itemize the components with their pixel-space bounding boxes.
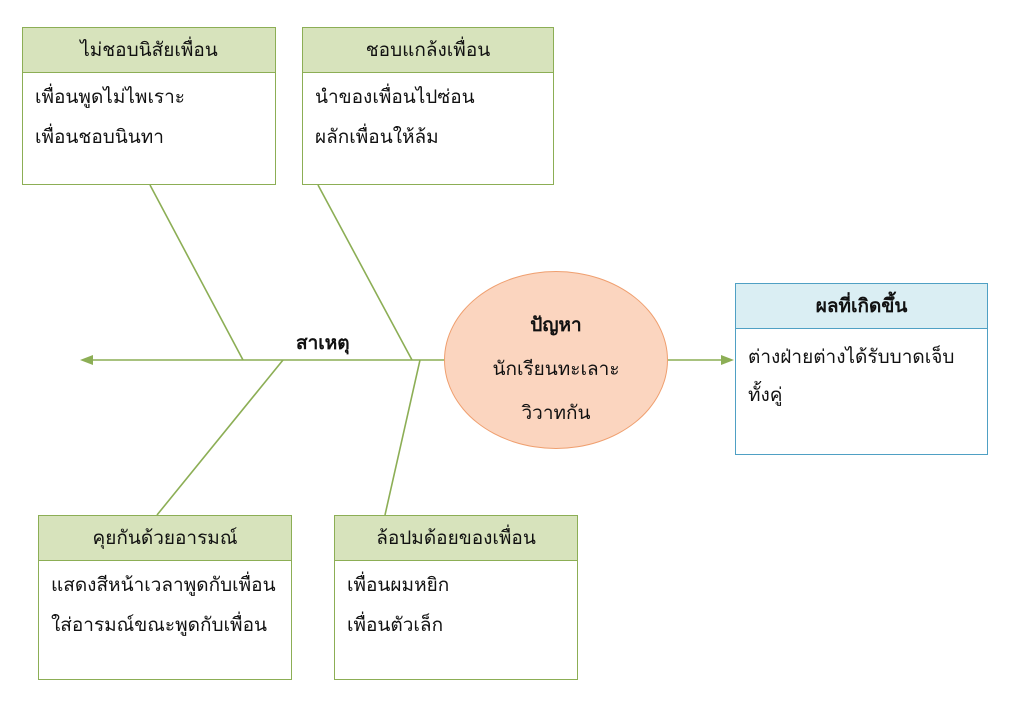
- cause-item: เพื่อนผมหยิก: [347, 575, 450, 596]
- cause-item: เพื่อนพูดไม่ไพเราะ: [35, 87, 186, 108]
- causes-label: สาเหตุ: [296, 333, 350, 354]
- bone-bottom-right: [384, 359, 421, 516]
- problem-title: ปัญหา: [530, 315, 582, 336]
- cause-box-dislike-habits: ไม่ชอบนิสัยเพื่อน เพื่อนพูดไม่ไพเราะ เพื…: [22, 27, 276, 185]
- spine-arrowhead: [80, 355, 93, 365]
- result-line: ทั้งคู่: [748, 385, 783, 406]
- bone-top-left: [149, 184, 244, 361]
- bone-bottom-left: [156, 359, 284, 516]
- problem-line: นักเรียนทะเลาะ: [492, 359, 620, 380]
- cause-item: แสดงสีหน้าเวลาพูดกับเพื่อน: [51, 575, 276, 596]
- cause-box-title: ไม่ชอบนิสัยเพื่อน: [23, 28, 275, 73]
- problem-line: วิวาทกัน: [521, 403, 591, 424]
- cause-item: นำของเพื่อนไปซ่อน: [315, 87, 475, 108]
- result-title: ผลที่เกิดขึ้น: [736, 284, 987, 329]
- cause-item: เพื่อนตัวเล็ก: [347, 615, 444, 636]
- bone-top-right: [317, 184, 413, 361]
- cause-item: เพื่อนชอบนินทา: [35, 127, 164, 148]
- cause-item: ผลักเพื่อนให้ล้ม: [315, 127, 439, 148]
- cause-box-title: ชอบแกล้งเพื่อน: [303, 28, 553, 73]
- result-line: ต่างฝ่ายต่างได้รับบาดเจ็บ: [748, 347, 955, 368]
- cause-box-mocking-flaws: ล้อปมด้อยของเพื่อน เพื่อนผมหยิก เพื่อนตั…: [334, 515, 578, 680]
- problem-ellipse: ปัญหา นักเรียนทะเลาะ วิวาทกัน: [444, 271, 668, 449]
- cause-box-title: ล้อปมด้อยของเพื่อน: [335, 516, 577, 561]
- cause-box-title: คุยกันด้วยอารมณ์: [39, 516, 291, 561]
- cause-box-emotional-talk: คุยกันด้วยอารมณ์ แสดงสีหน้าเวลาพูดกับเพื…: [38, 515, 292, 680]
- result-box: ผลที่เกิดขึ้น ต่างฝ่ายต่างได้รับบาดเจ็บ …: [735, 283, 988, 455]
- cause-item: ใส่อารมณ์ขณะพูดกับเพื่อน: [51, 615, 267, 636]
- cause-box-teasing: ชอบแกล้งเพื่อน นำของเพื่อนไปซ่อน ผลักเพื…: [302, 27, 554, 185]
- result-arrowhead: [721, 355, 734, 365]
